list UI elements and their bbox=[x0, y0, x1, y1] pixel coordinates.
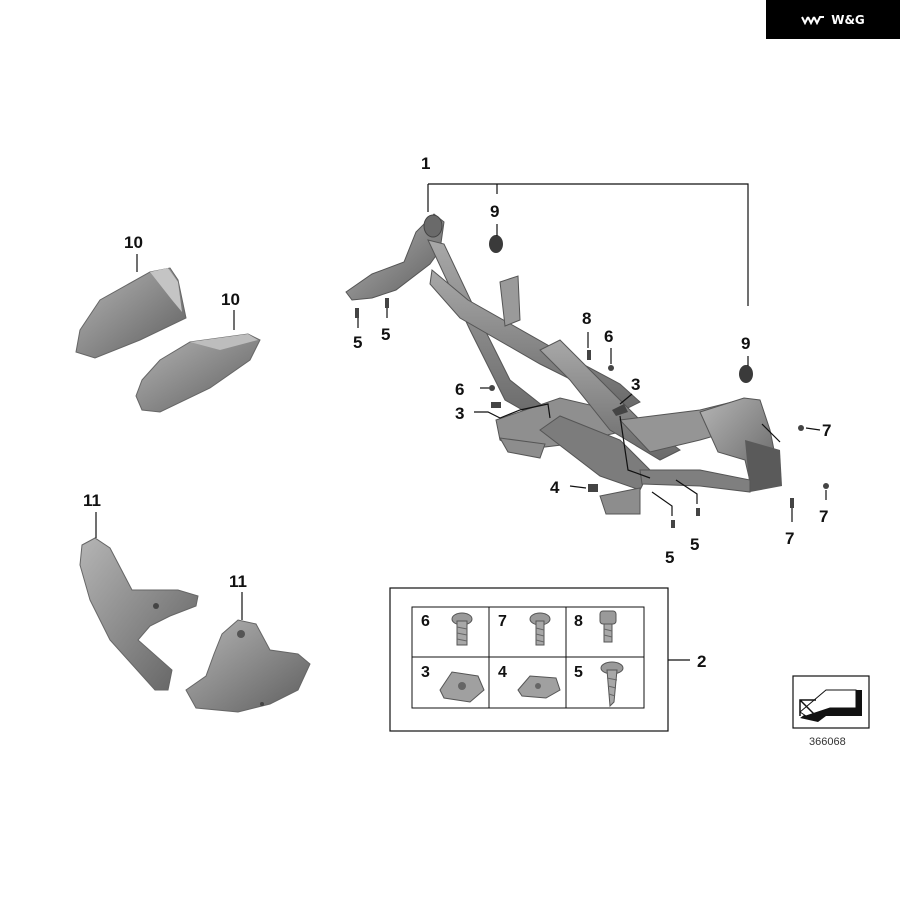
seat-frame[interactable] bbox=[345, 213, 782, 515]
callout-side-cover-upper: 10 bbox=[124, 233, 143, 252]
kit-cell-label-5: 5 bbox=[574, 664, 583, 681]
kit-nut-clip-3-icon bbox=[439, 671, 485, 703]
kit-screw-5-icon bbox=[600, 661, 624, 708]
callout-screw-7-a: 7 bbox=[822, 421, 831, 440]
leader-lines bbox=[95, 183, 827, 661]
callout-nut-clip-right: 3 bbox=[631, 375, 640, 394]
callout-mud-guard-left: 11 bbox=[83, 491, 101, 510]
callout-frame: 1 bbox=[421, 154, 430, 173]
mud-guard-right[interactable] bbox=[185, 619, 311, 713]
kit-cell-label-8: 8 bbox=[574, 613, 583, 630]
rubber-buffer-left[interactable] bbox=[489, 235, 503, 253]
callout-rubber-buffer-left: 9 bbox=[490, 202, 499, 221]
callout-mud-guard-right: 11 bbox=[229, 572, 247, 591]
callout-rubber-buffer-right: 9 bbox=[741, 334, 750, 353]
diagram-reference-icon bbox=[792, 675, 870, 729]
kit-cell-label-4: 4 bbox=[498, 664, 507, 681]
brand-label: W&G bbox=[831, 12, 865, 27]
callout-side-cover-lower: 10 bbox=[221, 290, 240, 309]
callout-screw-6-b: 6 bbox=[604, 327, 613, 346]
kit-cell-label-7: 7 bbox=[498, 613, 507, 630]
diagram-number: 366068 bbox=[809, 736, 846, 748]
fastener-kit-box[interactable] bbox=[389, 587, 669, 732]
callout-nut-clip-center: 4 bbox=[550, 478, 560, 497]
kit-cell-label-3: 3 bbox=[421, 664, 430, 681]
callout-screw-7-c: 7 bbox=[785, 529, 794, 548]
callout-nut-clip-left: 3 bbox=[455, 404, 464, 423]
kit-screw-7-icon bbox=[529, 612, 551, 646]
callout-screw-5-d: 5 bbox=[690, 535, 699, 554]
callout-screw-5-b: 5 bbox=[381, 325, 390, 344]
callout-screw-5-c: 5 bbox=[665, 548, 674, 567]
mud-guard-left[interactable] bbox=[79, 537, 199, 691]
kit-cell-label-6: 6 bbox=[421, 613, 430, 630]
side-cover-upper[interactable] bbox=[75, 267, 187, 359]
rubber-buffer-right[interactable] bbox=[739, 365, 753, 383]
fastener-markers bbox=[355, 298, 829, 528]
kit-screw-8-icon bbox=[599, 610, 617, 643]
wg-chevrons-logo-icon bbox=[801, 15, 825, 25]
callout-fastener-kit: 2 bbox=[697, 652, 706, 671]
callout-screw-6-a: 6 bbox=[455, 380, 464, 399]
side-cover-lower[interactable] bbox=[135, 333, 261, 413]
kit-nut-clip-4-icon bbox=[517, 675, 561, 699]
callout-screw-8: 8 bbox=[582, 309, 591, 328]
callout-screw-5-a: 5 bbox=[353, 333, 362, 352]
brand-badge: W&G bbox=[766, 0, 900, 39]
callout-screw-7-b: 7 bbox=[819, 507, 828, 526]
kit-screw-6-icon bbox=[451, 612, 473, 646]
